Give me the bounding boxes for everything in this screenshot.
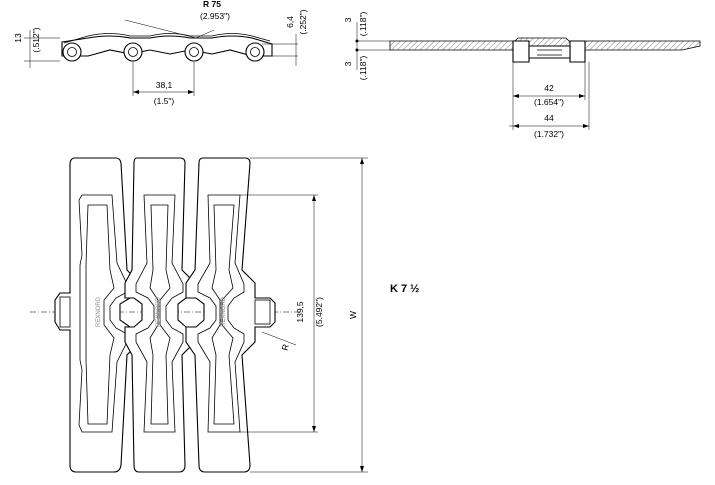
radius-value: R 75	[203, 0, 221, 9]
pitch-value-inch: (1.5")	[154, 96, 175, 106]
chain-link: REXNORD	[54, 157, 140, 473]
pin-circle	[245, 42, 265, 62]
chain-link: REXNORD	[124, 157, 196, 473]
radius-label: R	[279, 343, 290, 352]
side-view: 13 (.512") R 75 (2.953") 6,4 (.252") 38,…	[13, 0, 308, 106]
outer-width-value: 44	[544, 113, 554, 123]
width-label: W	[348, 311, 358, 319]
inner-width-value-inch: (1.654")	[534, 97, 564, 107]
top-view: REXNORD REXNORD REXNORD 139,5 (5.492")	[30, 157, 368, 473]
model-label: K 7 ½	[390, 283, 419, 295]
logo-text: REXNORD	[96, 296, 102, 327]
top-thickness-value: 3	[343, 17, 353, 22]
logo-text: REXNORD	[156, 296, 162, 327]
bottom-thickness-value: 3	[343, 61, 353, 66]
inner-width-value: 42	[544, 83, 554, 93]
logo-text: REXNORD	[221, 296, 227, 327]
thickness-value-inch: (.252")	[298, 9, 308, 34]
outer-width-value-inch: (1.732")	[534, 129, 564, 139]
height-value-inch: (.512")	[31, 27, 41, 52]
chain-link: REXNORD	[185, 157, 276, 473]
height-value: 13	[13, 33, 23, 43]
bottom-thickness-value-inch: (.118")	[358, 56, 368, 81]
radius-value-inch: (2.953")	[200, 11, 230, 21]
top-thickness-value-inch: (.118")	[358, 12, 368, 37]
thickness-value: 6,4	[285, 16, 295, 28]
pin-circle	[123, 42, 143, 62]
end-view: 3 (.118") 3 (.118") 42 (1.654") 44 (1.73…	[343, 12, 701, 139]
pin-circle	[62, 42, 82, 62]
length-value-inch: (5.492")	[314, 297, 324, 327]
length-value: 139,5	[295, 301, 305, 323]
pin-circle	[184, 42, 204, 62]
pitch-value: 38,1	[156, 80, 173, 90]
